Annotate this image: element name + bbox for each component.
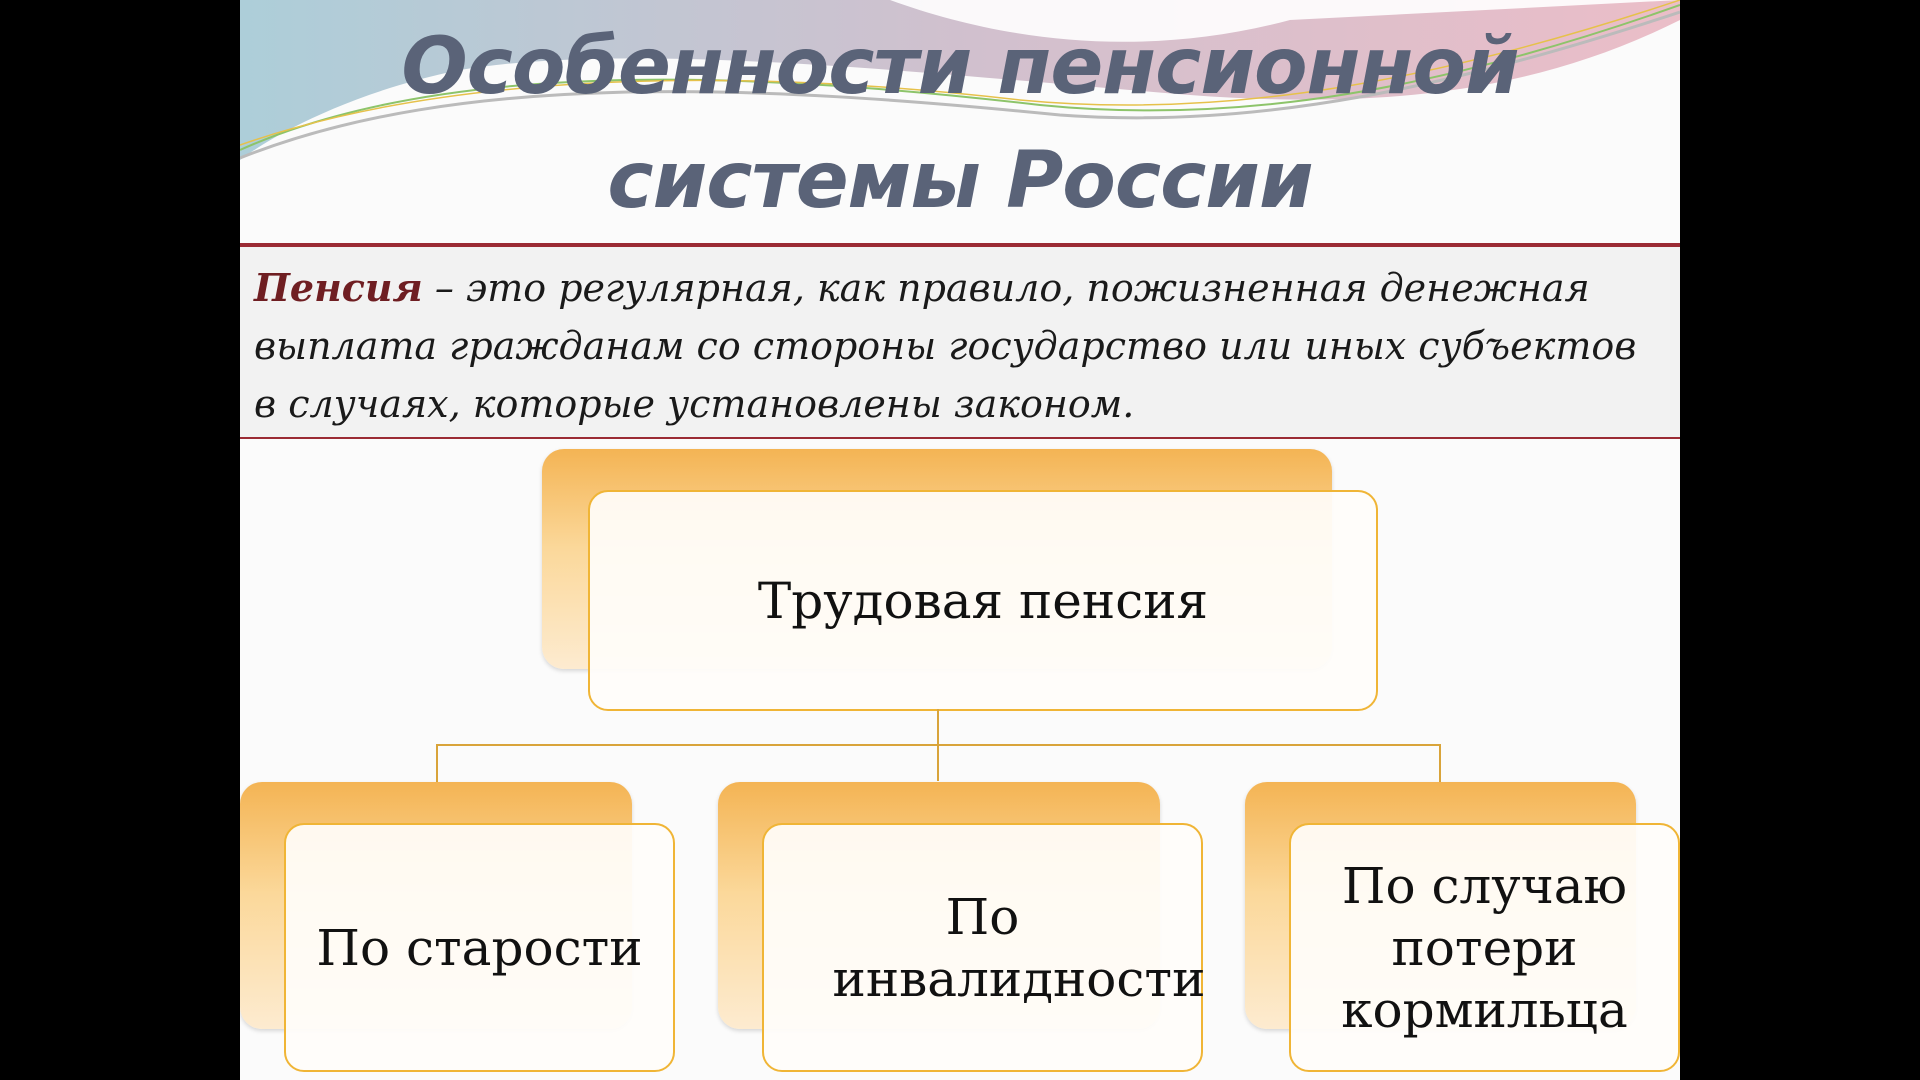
connector-horizontal [436, 744, 1440, 746]
connector-right [1439, 744, 1441, 782]
slide-title-line-2: системы России [607, 136, 1313, 226]
slide: Особенности пенсионной системы России Пе… [240, 0, 1680, 1080]
child-node-label: По старости [316, 918, 643, 977]
root-node-label: Трудовая пенсия [757, 571, 1209, 630]
connector-left [436, 744, 438, 782]
definition-body: – это регулярная, как правило, пожизненн… [254, 266, 1637, 426]
child-node-survivor: По случаю потери кормильца [1289, 823, 1680, 1072]
child-node-disability: По инвалидности [762, 823, 1206, 1072]
decorative-wave-background [240, 0, 1680, 160]
child-node-old-age: По старости [284, 823, 675, 1072]
definition-term: Пенсия [254, 265, 423, 310]
root-node: Трудовая пенсия [588, 490, 1378, 711]
slide-title-line-1: Особенности пенсионной [401, 22, 1519, 112]
definition-text: Пенсия – это регулярная, как правило, по… [254, 259, 1666, 433]
definition-box: Пенсия – это регулярная, как правило, по… [240, 243, 1680, 439]
child-node-label: По инвалидности [832, 887, 1206, 1008]
child-node-label: По случаю потери кормильца [1341, 856, 1628, 1039]
